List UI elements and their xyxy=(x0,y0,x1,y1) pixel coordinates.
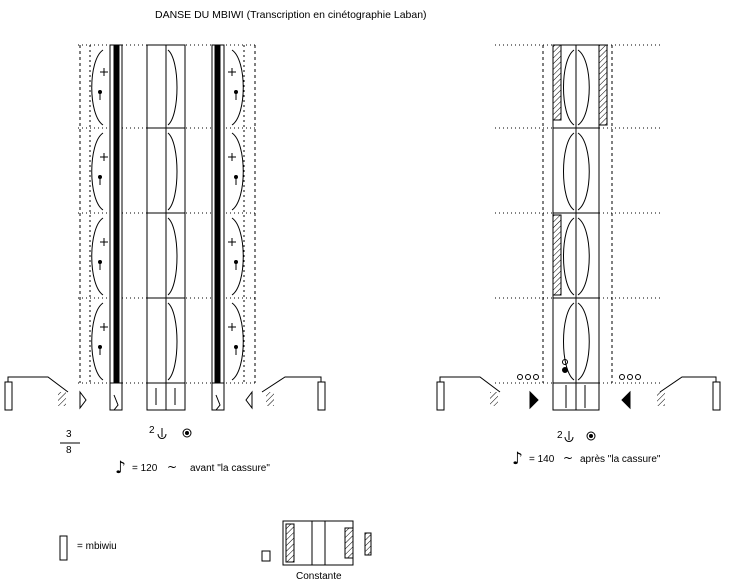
eighth-note-icon: ♪ xyxy=(115,458,126,478)
mbiwiu-symbol xyxy=(59,535,68,561)
left-score-staff xyxy=(78,44,258,411)
left-tempo-value: = 120 xyxy=(132,463,158,474)
left-score-base xyxy=(4,376,326,411)
page-title: DANSE DU MBIWI (Transcription en cinétog… xyxy=(155,9,427,21)
right-tempo-value: = 140 xyxy=(529,454,555,465)
constant-label: Constante xyxy=(296,571,342,582)
approximately-icon: ~ xyxy=(167,460,178,474)
legend-mbiwiu-text: = mbiwiu xyxy=(77,541,117,552)
meter-numerator: 3 xyxy=(66,429,72,440)
right-score-staff xyxy=(495,44,660,411)
meter-denominator: 8 xyxy=(66,445,72,456)
right-score-base xyxy=(436,374,721,411)
left-repeat-count: 2 xyxy=(149,425,155,436)
right-tempo-note: après "la cassure" xyxy=(580,454,661,465)
constant-symbol xyxy=(261,520,372,566)
eighth-note-icon: ♪ xyxy=(512,449,523,469)
approximately-icon: ~ xyxy=(563,451,574,465)
repeat-sign-icon xyxy=(157,428,596,442)
left-tempo-note: avant "la cassure" xyxy=(190,463,270,474)
right-repeat-count: 2 xyxy=(557,430,563,441)
